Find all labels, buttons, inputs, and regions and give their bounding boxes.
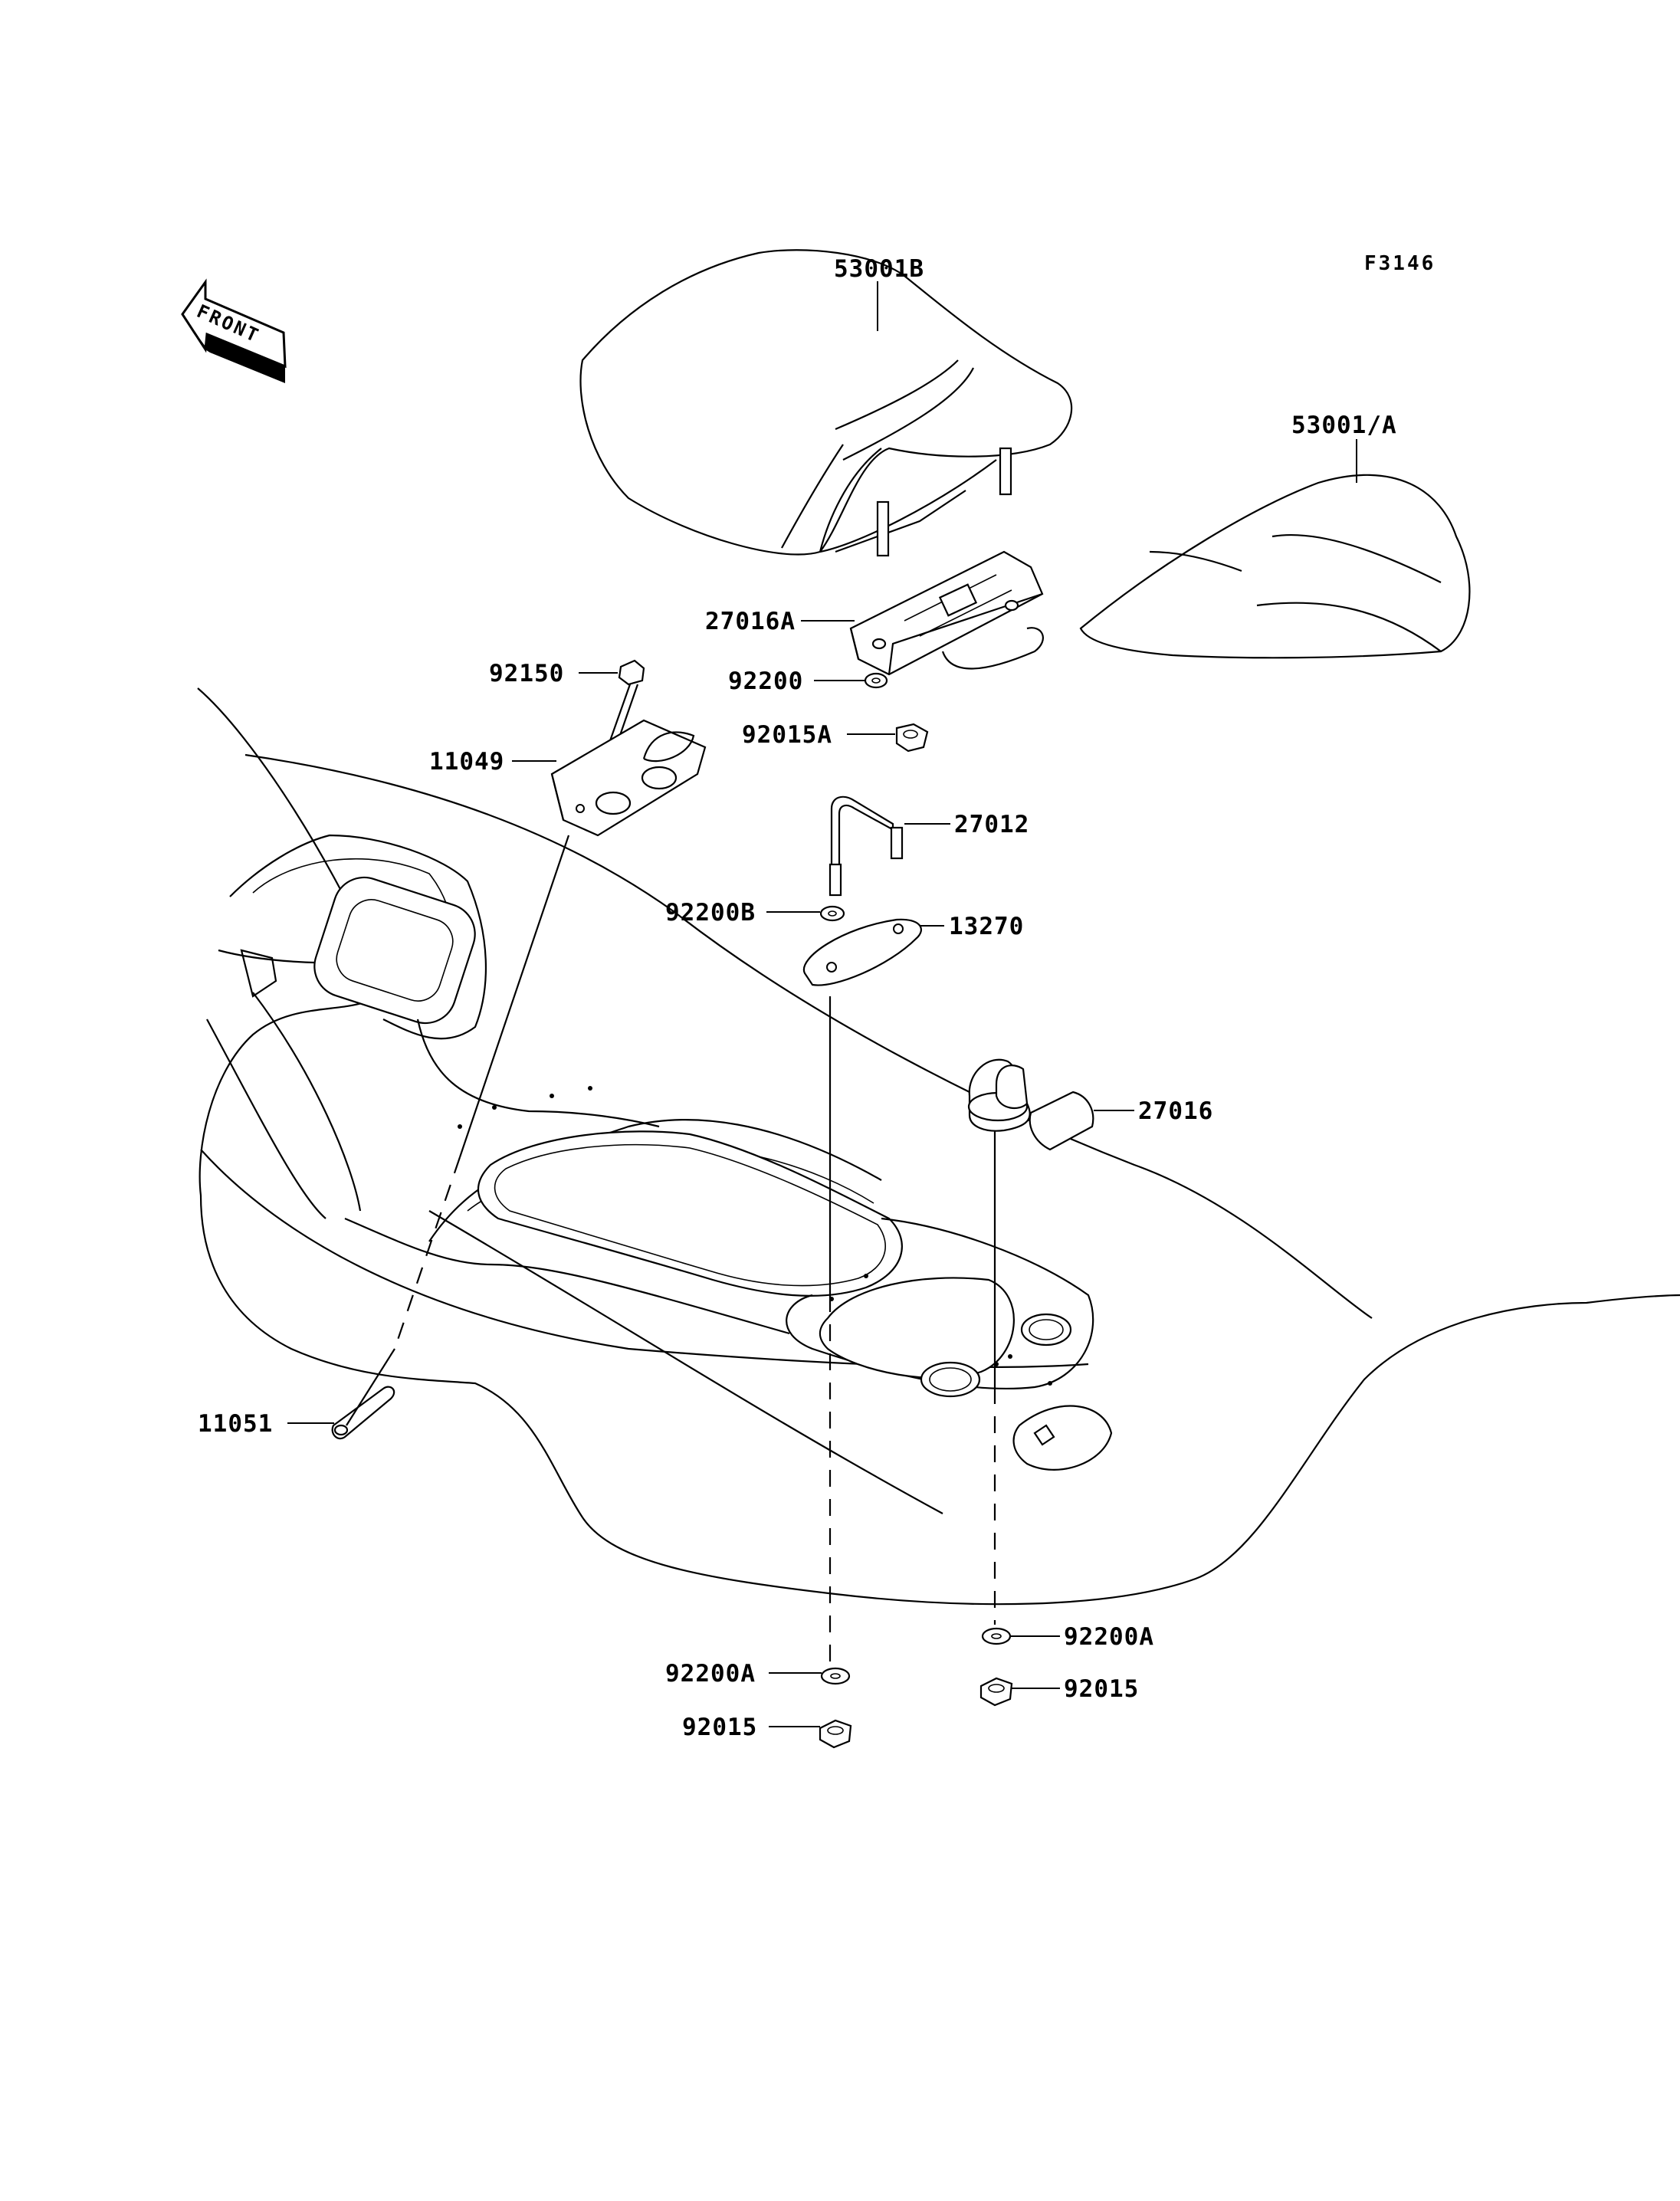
rear-seat-53001b [579,249,1073,557]
bracket-11049 [550,719,707,837]
deck-hull [197,687,1680,1606]
strap-11051 [331,1386,395,1440]
callout-92200b: 92200B [665,899,756,927]
callout-13270: 13270 [949,913,1024,940]
leader-lines [287,281,1357,1727]
callout-92015-left: 92015 [682,1714,757,1741]
assembly-lines [346,835,996,1663]
callout-27016a: 27016A [705,608,796,635]
front-seat-53001a [1079,474,1471,659]
callout-11051: 11051 [198,1410,273,1438]
nut-92015-left [819,1719,852,1749]
callout-27012: 27012 [954,811,1029,838]
callout-92200: 92200 [728,668,803,695]
plate-13270 [802,918,922,986]
seat-latch-27016a [849,550,1044,676]
figure-code: F3146 [1364,252,1436,275]
callout-11049: 11049 [429,748,504,776]
callout-92200a-left: 92200A [665,1660,756,1688]
washer-92200 [864,672,888,689]
washer-92200a-right [981,1627,1012,1645]
callout-53001b: 53001B [834,255,924,283]
callout-92200a-right: 92200A [1064,1623,1154,1651]
nut-92015-right [979,1677,1013,1707]
washer-92200b [819,905,845,922]
seat-hook-27016 [967,1058,1094,1151]
washer-92200a-left [820,1667,851,1685]
callout-92015-right: 92015 [1064,1675,1139,1703]
callout-92150: 92150 [489,660,564,687]
callout-53001a: 53001/A [1291,412,1397,439]
callout-27016: 27016 [1138,1097,1213,1125]
callout-92015a: 92015A [742,721,832,749]
front-direction-arrow-icon: FRONT [181,278,287,383]
nut-92015a [895,723,929,753]
u-bolt-27012 [829,795,904,897]
